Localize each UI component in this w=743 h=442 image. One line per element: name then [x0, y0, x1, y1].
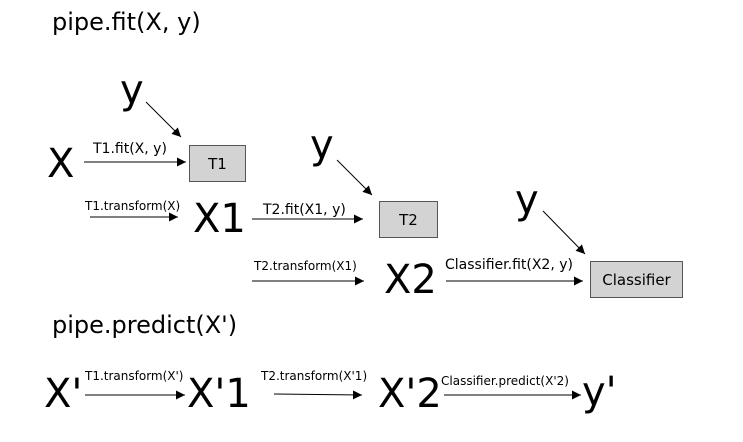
t1-fit-label: T1.fit(X, y) — [93, 141, 167, 157]
x2-label: X2 — [384, 257, 437, 303]
predict-t2-transform-label: T2.transform(X'1) — [261, 369, 368, 383]
classifier-fit-label: Classifier.fit(X2, y) — [445, 257, 573, 273]
yp-label: y' — [582, 369, 617, 415]
arrow-y-to-classifier — [542, 210, 586, 255]
fit-heading: pipe.fit(X, y) — [52, 8, 201, 36]
y-label-classifier: y — [515, 177, 539, 223]
arrow-y-to-t2 — [336, 159, 373, 196]
y-label-t2: y — [310, 122, 334, 168]
x1-label: X1 — [193, 196, 246, 242]
t1-box: T1 — [189, 145, 246, 182]
predict-heading: pipe.predict(X') — [52, 311, 238, 339]
t1-transform-label: T1.transform(X) — [85, 199, 181, 213]
y-label-t1: y — [120, 67, 144, 113]
t2-fit-label: T2.fit(X1, y) — [263, 202, 346, 218]
arrow-predict-t2 — [273, 390, 363, 400]
predict-t1-transform-label: T1.transform(X') — [85, 369, 184, 383]
t2-box: T2 — [379, 201, 438, 238]
xp1-label: X'1 — [187, 371, 251, 417]
classifier-predict-label: Classifier.predict(X'2) — [441, 374, 569, 388]
xp-label: X' — [44, 371, 83, 417]
arrow-y-to-t1 — [145, 101, 182, 138]
t2-transform-label: T2.transform(X1) — [254, 259, 357, 273]
xp2-label: X'2 — [378, 371, 442, 417]
x-label: X — [47, 141, 75, 187]
classifier-box: Classifier — [590, 261, 683, 298]
